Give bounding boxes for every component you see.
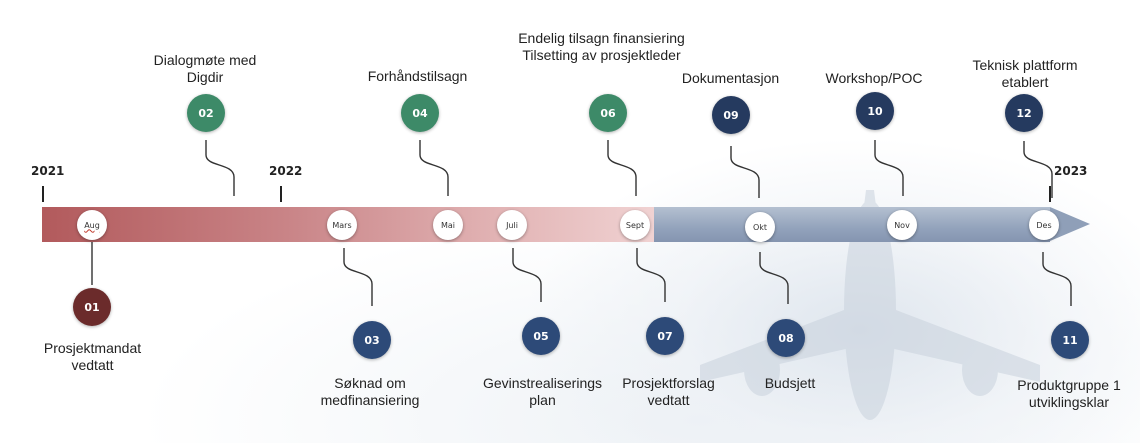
connector-05 (512, 248, 542, 302)
milestone-label-01: Prosjektmandat vedtatt (43, 340, 142, 373)
milestone-label-04: Forhåndstilsagn (367, 68, 468, 84)
timeline-bar-upcoming (654, 207, 1050, 242)
milestone-dot-01: 01 (73, 288, 111, 326)
milestone-dot-09: 09 (712, 96, 750, 134)
milestone-dot-05: 05 (522, 317, 560, 355)
month-marker-sept: Sept (620, 210, 650, 240)
connector-03 (343, 248, 373, 306)
month-marker-okt: Okt (745, 212, 775, 242)
month-marker-des: Des (1029, 210, 1059, 240)
year-label-2021: 2021 (31, 164, 65, 178)
connector-02 (205, 140, 235, 196)
connector-12 (1023, 141, 1053, 198)
milestone-dot-10: 10 (856, 92, 894, 130)
milestone-label-07: Prosjektforslag vedtatt (622, 375, 715, 408)
month-marker-aug: Aug (77, 210, 107, 240)
connector-09 (730, 146, 760, 198)
connector-06 (607, 140, 637, 196)
milestone-label-06: Endelig tilsagn finansiering Tilsetting … (518, 30, 685, 63)
milestone-label-10: Workshop/POC (825, 70, 923, 86)
milestone-label-03: Søknad om medfinansiering (320, 375, 420, 408)
month-marker-mars: Mars (327, 210, 357, 240)
milestone-label-08: Budsjett (764, 375, 816, 391)
year-tick-2021 (42, 186, 44, 202)
milestone-label-02: Dialogmøte med Digdir (153, 52, 257, 85)
month-marker-nov: Nov (887, 210, 917, 240)
milestone-dot-12: 12 (1005, 94, 1043, 132)
milestone-dot-07: 07 (646, 317, 684, 355)
milestone-label-05: Gevinstrealiserings plan (482, 375, 603, 408)
connector-07 (636, 248, 666, 302)
month-marker-juli: Juli (497, 210, 527, 240)
milestone-dot-03: 03 (353, 321, 391, 359)
year-label-2022: 2022 (269, 164, 303, 178)
milestone-label-11: Produktgruppe 1 utviklingsklar (1017, 377, 1121, 410)
milestone-dot-06: 06 (589, 94, 627, 132)
milestone-dot-04: 04 (401, 94, 439, 132)
milestone-dot-11: 11 (1051, 321, 1089, 359)
connector-10 (874, 140, 904, 196)
year-label-2023: 2023 (1054, 164, 1088, 178)
connector-04 (419, 140, 449, 196)
milestone-label-09: Dokumentasjon (681, 70, 780, 86)
milestone-dot-02: 02 (187, 94, 225, 132)
milestone-dot-08: 08 (767, 319, 805, 357)
connector-11 (1042, 252, 1072, 306)
milestone-label-12: Teknisk plattform etablert (972, 57, 1078, 90)
connector-08 (759, 252, 789, 304)
year-tick-2023 (1049, 186, 1051, 202)
year-tick-2022 (280, 186, 282, 202)
month-marker-mai: Mai (433, 210, 463, 240)
